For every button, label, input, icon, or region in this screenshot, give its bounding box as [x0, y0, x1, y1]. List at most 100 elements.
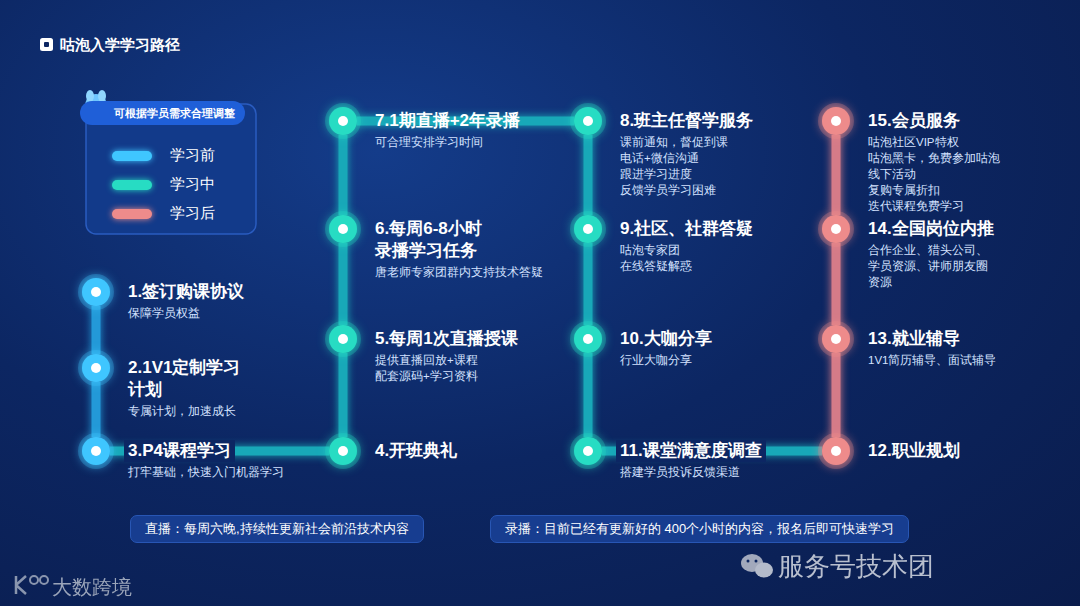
- step-dot-center: [831, 334, 841, 344]
- path-connector: [832, 243, 841, 325]
- step-body: 合作企业、猎头公司、 学员资源、讲师朋友圈 资源: [868, 242, 994, 290]
- step-node: 8.班主任督学服务课前通知，督促到课 电话+微信沟通 跟进学习进度 反馈学员学习…: [574, 107, 602, 135]
- step-heading: 14.全国岗位内推: [868, 218, 994, 240]
- step-dot-center: [338, 116, 348, 126]
- watermark: 大数跨境: [52, 574, 132, 601]
- legend: 学习前学习中学习后: [112, 141, 215, 228]
- step-text: 8.班主任督学服务课前通知，督促到课 电话+微信沟通 跟进学习进度 反馈学员学习…: [620, 110, 753, 198]
- step-node: 4.开班典礼: [329, 437, 357, 465]
- step-node: 1.签订购课协议保障学员权益: [82, 278, 110, 306]
- step-text: 6.每周6-8小时 录播学习任务唐老师专家团群内支持技术答疑: [375, 218, 543, 280]
- step-node: 7.1期直播+2年录播可合理安排学习时间: [329, 107, 357, 135]
- legend-swatch: [112, 180, 152, 190]
- step-body: 提供直播回放+课程 配套源码+学习资料: [375, 352, 518, 384]
- step-body: 课前通知，督促到课 电话+微信沟通 跟进学习进度 反馈学员学习困难: [620, 134, 753, 198]
- step-body: 咕泡专家团 在线答疑解惑: [620, 242, 753, 274]
- step-text: 4.开班典礼: [375, 440, 457, 462]
- step-heading: 2.1V1定制学习 计划: [128, 357, 240, 401]
- legend-swatch: [112, 209, 152, 219]
- path-connector: [584, 243, 593, 325]
- step-body: 搭建学员投诉反馈渠道: [620, 464, 766, 480]
- step-node: 10.大咖分享行业大咖分享: [574, 325, 602, 353]
- step-text: 15.会员服务咕泡社区VIP特权 咕泡黑卡，免费参加咕泡 线下活动 复购专属折扣…: [868, 110, 1000, 214]
- step-node: 9.社区、社群答疑咕泡专家团 在线答疑解惑: [574, 215, 602, 243]
- title-icon-dot: [44, 42, 49, 47]
- step-heading: 3.P4课程学习: [124, 440, 235, 462]
- note-tag: 可根据学员需求合理调整: [80, 101, 245, 125]
- path-connector: [339, 135, 348, 215]
- step-heading: 11.课堂满意度调查: [616, 440, 766, 462]
- step-text: 13.就业辅导 1V1简历辅导、面试辅导: [868, 328, 996, 368]
- title-icon: [40, 38, 53, 51]
- step-dot-center: [338, 334, 348, 344]
- watermark-logo: [16, 576, 48, 594]
- step-dot-center: [583, 116, 593, 126]
- step-body: 行业大咖分享: [620, 352, 712, 368]
- path-connector: [584, 353, 593, 437]
- step-text: 11.课堂满意度调查搭建学员投诉反馈渠道: [620, 440, 766, 480]
- step-body: 咕泡社区VIP特权 咕泡黑卡，免费参加咕泡 线下活动 复购专属折扣 迭代课程免费…: [868, 134, 1000, 214]
- diagram-title: 咕泡入学学习路径: [60, 36, 180, 55]
- step-text: 7.1期直播+2年录播可合理安排学习时间: [375, 110, 520, 150]
- step-heading: 8.班主任督学服务: [620, 110, 753, 132]
- step-node: 14.全国岗位内推合作企业、猎头公司、 学员资源、讲师朋友圈 资源: [822, 215, 850, 243]
- step-text: 2.1V1定制学习 计划专属计划，加速成长: [128, 357, 240, 419]
- step-heading: 5.每周1次直播授课: [375, 328, 518, 350]
- path-connector: [832, 135, 841, 215]
- legend-row: 学习前: [112, 141, 215, 170]
- legend-text: 学习后: [170, 204, 215, 223]
- step-node: 2.1V1定制学习 计划专属计划，加速成长: [82, 354, 110, 382]
- info-pill: 直播：每周六晚,持续性更新社会前沿技术内容: [130, 515, 424, 543]
- legend-text: 学习中: [170, 175, 215, 194]
- step-body: 唐老师专家团群内支持技术答疑: [375, 264, 543, 280]
- step-heading: 7.1期直播+2年录播: [375, 110, 520, 132]
- step-dot-center: [91, 363, 101, 373]
- step-dot-center: [831, 116, 841, 126]
- pill-text: 可根据学员需求合理调整: [114, 107, 235, 119]
- step-dot-center: [91, 446, 101, 456]
- step-text: 14.全国岗位内推合作企业、猎头公司、 学员资源、讲师朋友圈 资源: [868, 218, 994, 290]
- step-body: 1V1简历辅导、面试辅导: [868, 352, 996, 368]
- step-text: 9.社区、社群答疑咕泡专家团 在线答疑解惑: [620, 218, 753, 274]
- step-node: 15.会员服务咕泡社区VIP特权 咕泡黑卡，免费参加咕泡 线下活动 复购专属折扣…: [822, 107, 850, 135]
- step-node: 3.P4课程学习打牢基础，快速入门机器学习: [82, 437, 110, 465]
- step-heading: 12.职业规划: [868, 440, 960, 462]
- step-node: 6.每周6-8小时 录播学习任务唐老师专家团群内支持技术答疑: [329, 215, 357, 243]
- step-body: 打牢基础，快速入门机器学习: [128, 464, 284, 480]
- path-connector: [584, 135, 593, 215]
- step-heading: 6.每周6-8小时 录播学习任务: [375, 218, 482, 262]
- legend-text: 学习前: [170, 146, 215, 165]
- step-heading: 13.就业辅导: [868, 328, 960, 350]
- step-body: 可合理安排学习时间: [375, 134, 520, 150]
- watermark: 服务号技术团: [778, 549, 934, 584]
- path-connector: [92, 306, 101, 354]
- step-node: 5.每周1次直播授课提供直播回放+课程 配套源码+学习资料: [329, 325, 357, 353]
- path-connector: [92, 382, 101, 437]
- step-heading: 10.大咖分享: [620, 328, 712, 350]
- step-dot-center: [583, 224, 593, 234]
- pill-text: 录播：目前已经有更新好的 400个小时的内容，报名后即可快速学习: [505, 521, 894, 536]
- step-body: 专属计划，加速成长: [128, 403, 240, 419]
- path-connector: [339, 353, 348, 437]
- legend-swatch: [112, 151, 152, 161]
- step-text: 1.签订购课协议保障学员权益: [128, 281, 244, 321]
- step-text: 12.职业规划: [868, 440, 960, 462]
- path-connector: [832, 353, 841, 437]
- step-heading: 1.签订购课协议: [128, 281, 244, 303]
- step-text: 5.每周1次直播授课提供直播回放+课程 配套源码+学习资料: [375, 328, 518, 384]
- step-heading: 15.会员服务: [868, 110, 960, 132]
- legend-row: 学习中: [112, 170, 215, 199]
- step-text: 3.P4课程学习打牢基础，快速入门机器学习: [128, 440, 284, 480]
- step-dot-center: [583, 334, 593, 344]
- step-node: 13.就业辅导1V1简历辅导、面试辅导: [822, 325, 850, 353]
- step-text: 10.大咖分享行业大咖分享: [620, 328, 712, 368]
- wechat-icon: [741, 554, 773, 578]
- step-dot-center: [91, 287, 101, 297]
- step-dot-center: [583, 446, 593, 456]
- path-connector: [339, 243, 348, 325]
- step-node: 11.课堂满意度调查搭建学员投诉反馈渠道: [574, 437, 602, 465]
- step-dot-center: [338, 446, 348, 456]
- step-heading: 4.开班典礼: [375, 440, 457, 462]
- legend-row: 学习后: [112, 199, 215, 228]
